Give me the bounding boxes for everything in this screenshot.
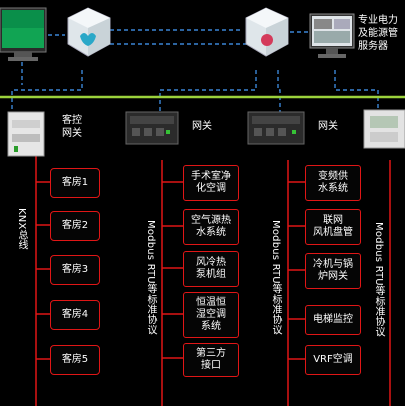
- room-box: 客房5: [50, 345, 100, 375]
- kekong-gateway-label: 客控 网关: [62, 115, 82, 139]
- link-gw1: [11, 70, 83, 112]
- device-box-heat-pump: 风冷热泵机组: [183, 251, 239, 287]
- modbus-label-2: Modbus RTU等标准协议: [270, 220, 281, 335]
- device-box-elevator: 电梯监控: [305, 305, 361, 335]
- gateway-device-3: [247, 111, 305, 145]
- knx-bus-label: KNX总线: [16, 208, 27, 250]
- room-box: 客房3: [50, 255, 100, 285]
- cloud-cube-icon-1: [67, 7, 111, 57]
- server-label: 专业电力 及能源管 服务器: [358, 15, 398, 52]
- red-trunks: [35, 150, 391, 406]
- link-gw3: [277, 70, 281, 112]
- knx-gateway-device: [7, 111, 45, 157]
- modbus-label-1: Modbus RTU等标准协议: [145, 220, 156, 335]
- link-gw4: [334, 70, 379, 112]
- device-box-surgery-ac: 手术室净化空调: [183, 165, 239, 201]
- gateway-label-3: 网关: [318, 121, 338, 132]
- room-box: 客房4: [50, 300, 100, 330]
- device-box-chiller-boiler: 冷机与锅炉网关: [305, 253, 361, 289]
- modbus-label-3: Modbus RTU等标准协议: [373, 222, 384, 337]
- cloud-cube-icon-2: [245, 7, 289, 57]
- monitor-icon: [0, 7, 47, 61]
- gateway-label-2: 网关: [192, 121, 212, 132]
- device-box-water-supply: 变频供水系统: [305, 165, 361, 201]
- server-monitor-icon: [309, 13, 355, 58]
- meter-device: [363, 109, 405, 149]
- gateway-device-2: [125, 111, 179, 145]
- room-box: 客房1: [50, 168, 100, 198]
- device-box-vrf: VRF空调: [305, 345, 361, 375]
- link-top: [48, 29, 240, 36]
- device-box-third-party: 第三方接口: [183, 343, 239, 377]
- device-box-fan-coil: 联网风机盘管: [305, 209, 361, 245]
- device-box-air-source: 空气源热水系统: [183, 209, 239, 245]
- room-box: 客房2: [50, 211, 100, 241]
- network-links: [11, 29, 379, 112]
- device-box-constant-temp: 恒温恒湿空调系统: [183, 292, 239, 338]
- link-gw2: [159, 70, 257, 112]
